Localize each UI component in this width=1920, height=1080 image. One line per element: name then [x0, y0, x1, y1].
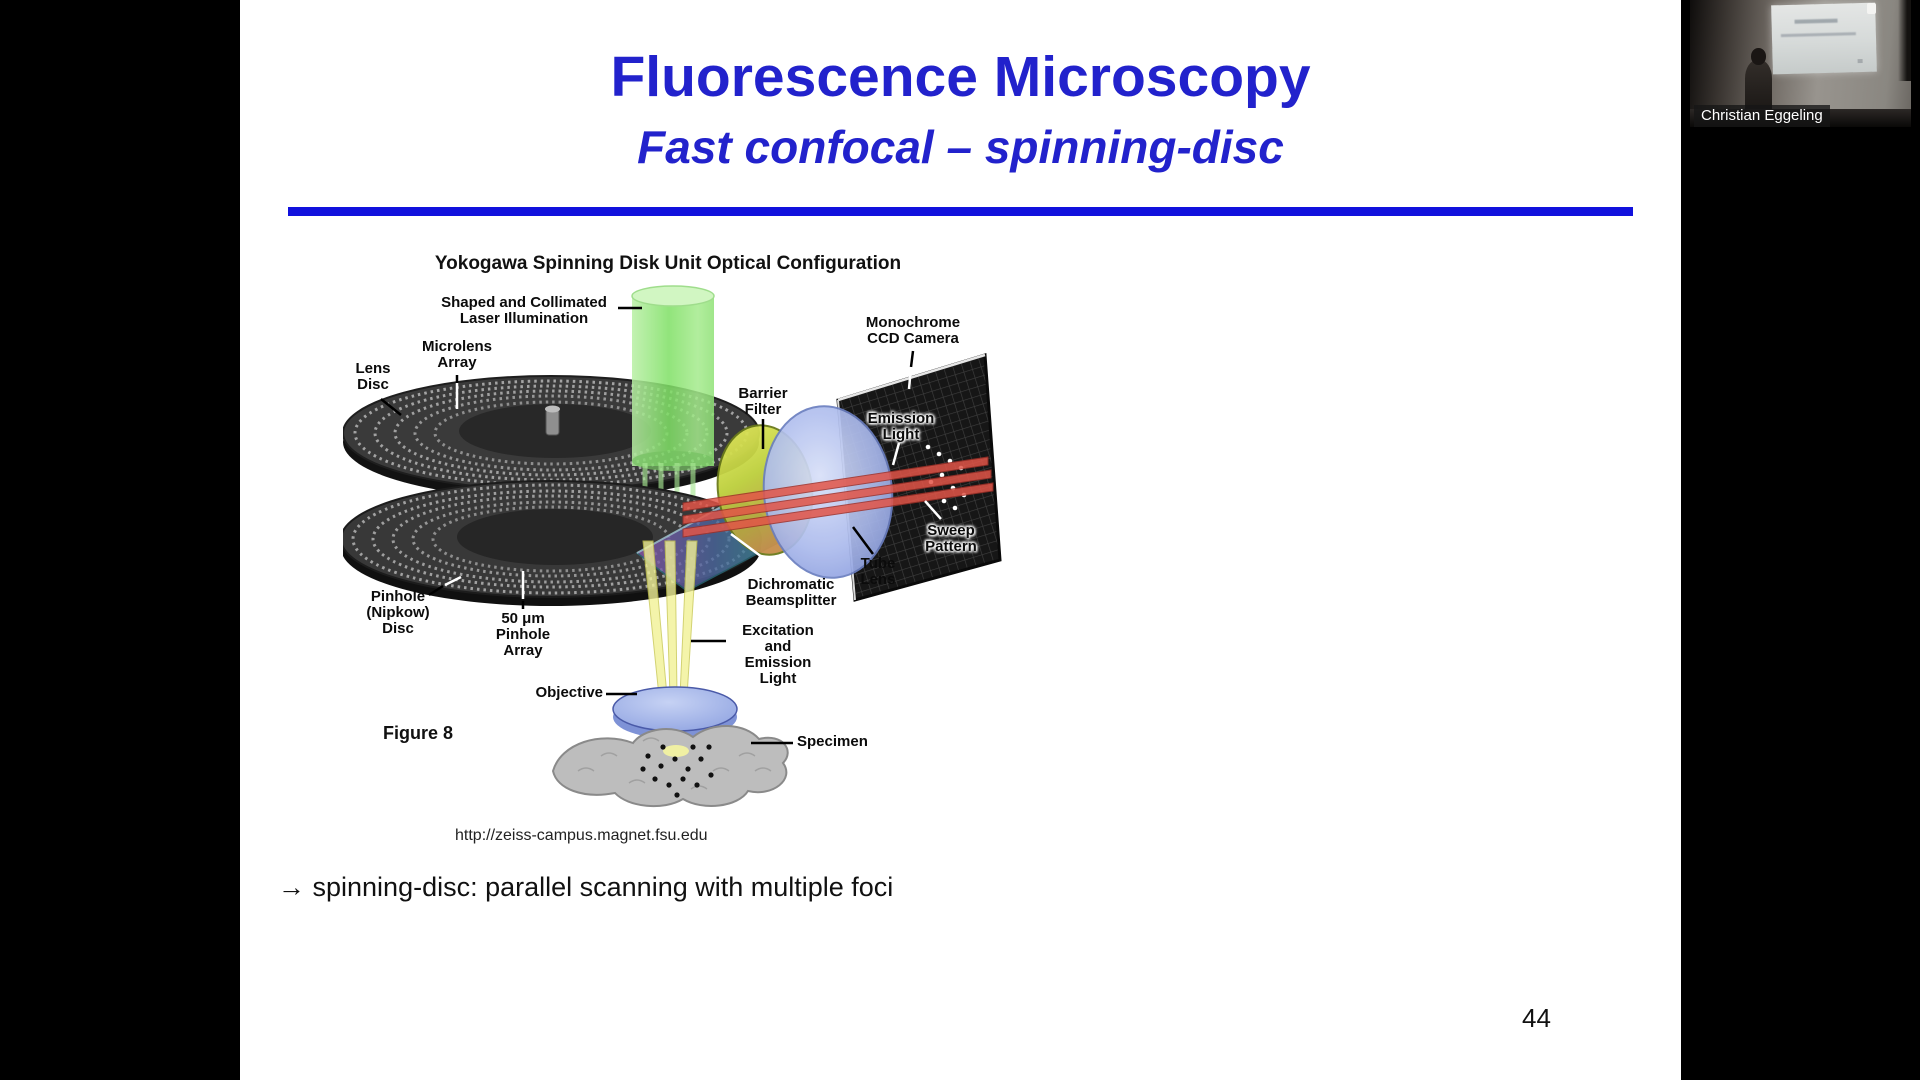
label-sweep-pattern: Sweep Pattern	[925, 522, 977, 555]
objective-lens	[612, 686, 738, 739]
specimen-dots	[640, 744, 714, 798]
figure-diagram: Yokogawa Spinning Disk Unit Optical Conf…	[340, 251, 1033, 821]
page-title: Fluorescence Microscopy	[610, 45, 1311, 109]
label-pointer-lines-light	[444, 366, 942, 599]
speaker-name-tag: Christian Eggeling	[1694, 105, 1830, 127]
specimen-blob	[551, 724, 789, 808]
laser-beam-cylinder	[631, 285, 715, 471]
dark-pillar	[1897, 0, 1911, 82]
label-tube-lens: Tube Lens	[860, 555, 896, 588]
title-divider	[288, 207, 1633, 216]
page-subtitle: Fast confocal – spinning-disc	[637, 121, 1284, 173]
label-microlens-array: Microlens Array	[421, 338, 493, 371]
blurry-slide-text-line	[1794, 18, 1838, 24]
presentation-slide: Fluorescence Microscopy Fast confocal – …	[240, 0, 1681, 1080]
label-ccd-camera: Monochrome CCD Camera	[865, 314, 961, 347]
blurry-slide-mark	[1857, 58, 1863, 64]
source-url: http://zeiss-campus.magnet.fsu.edu	[455, 827, 708, 844]
video-thumbnail[interactable]: Christian Eggeling	[1690, 0, 1911, 127]
figure-caption: Figure 8	[383, 723, 454, 743]
label-pinhole-disc: Pinhole (Nipkow) Disc	[366, 588, 430, 637]
label-laser-illumination: Shaped and Collimated Laser Illumination	[441, 294, 607, 327]
label-barrier-filter: Barrier Filter	[738, 385, 788, 418]
presenter-head	[1751, 48, 1767, 65]
blurry-slide-text-line	[1780, 31, 1856, 38]
emission-beams	[682, 456, 994, 538]
video-panel: Christian Eggeling	[1681, 0, 1920, 1080]
slide-page-number: 44	[1522, 1003, 1551, 1033]
spinning-disk-diagram	[340, 285, 1002, 808]
takeaway-text: → spinning-disc: parallel scanning with …	[278, 872, 894, 902]
label-lens-disc: Lens Disc	[355, 360, 391, 393]
label-dichromatic-beamsplitter: Dichromatic Beamsplitter	[745, 576, 837, 609]
figure-title: Yokogawa Spinning Disk Unit Optical Conf…	[434, 253, 902, 274]
ceiling-light	[1866, 2, 1876, 14]
label-emission-light: Emission Light	[867, 410, 935, 443]
projection-screen	[1770, 2, 1877, 74]
label-objective: Objective	[535, 684, 603, 701]
label-excitation-emission-light: Excitation and Emission Light	[742, 622, 814, 687]
label-specimen: Specimen	[797, 733, 868, 750]
label-pointer-lines	[380, 306, 915, 745]
label-pinhole-array: 50 μm Pinhole Array	[495, 610, 551, 659]
